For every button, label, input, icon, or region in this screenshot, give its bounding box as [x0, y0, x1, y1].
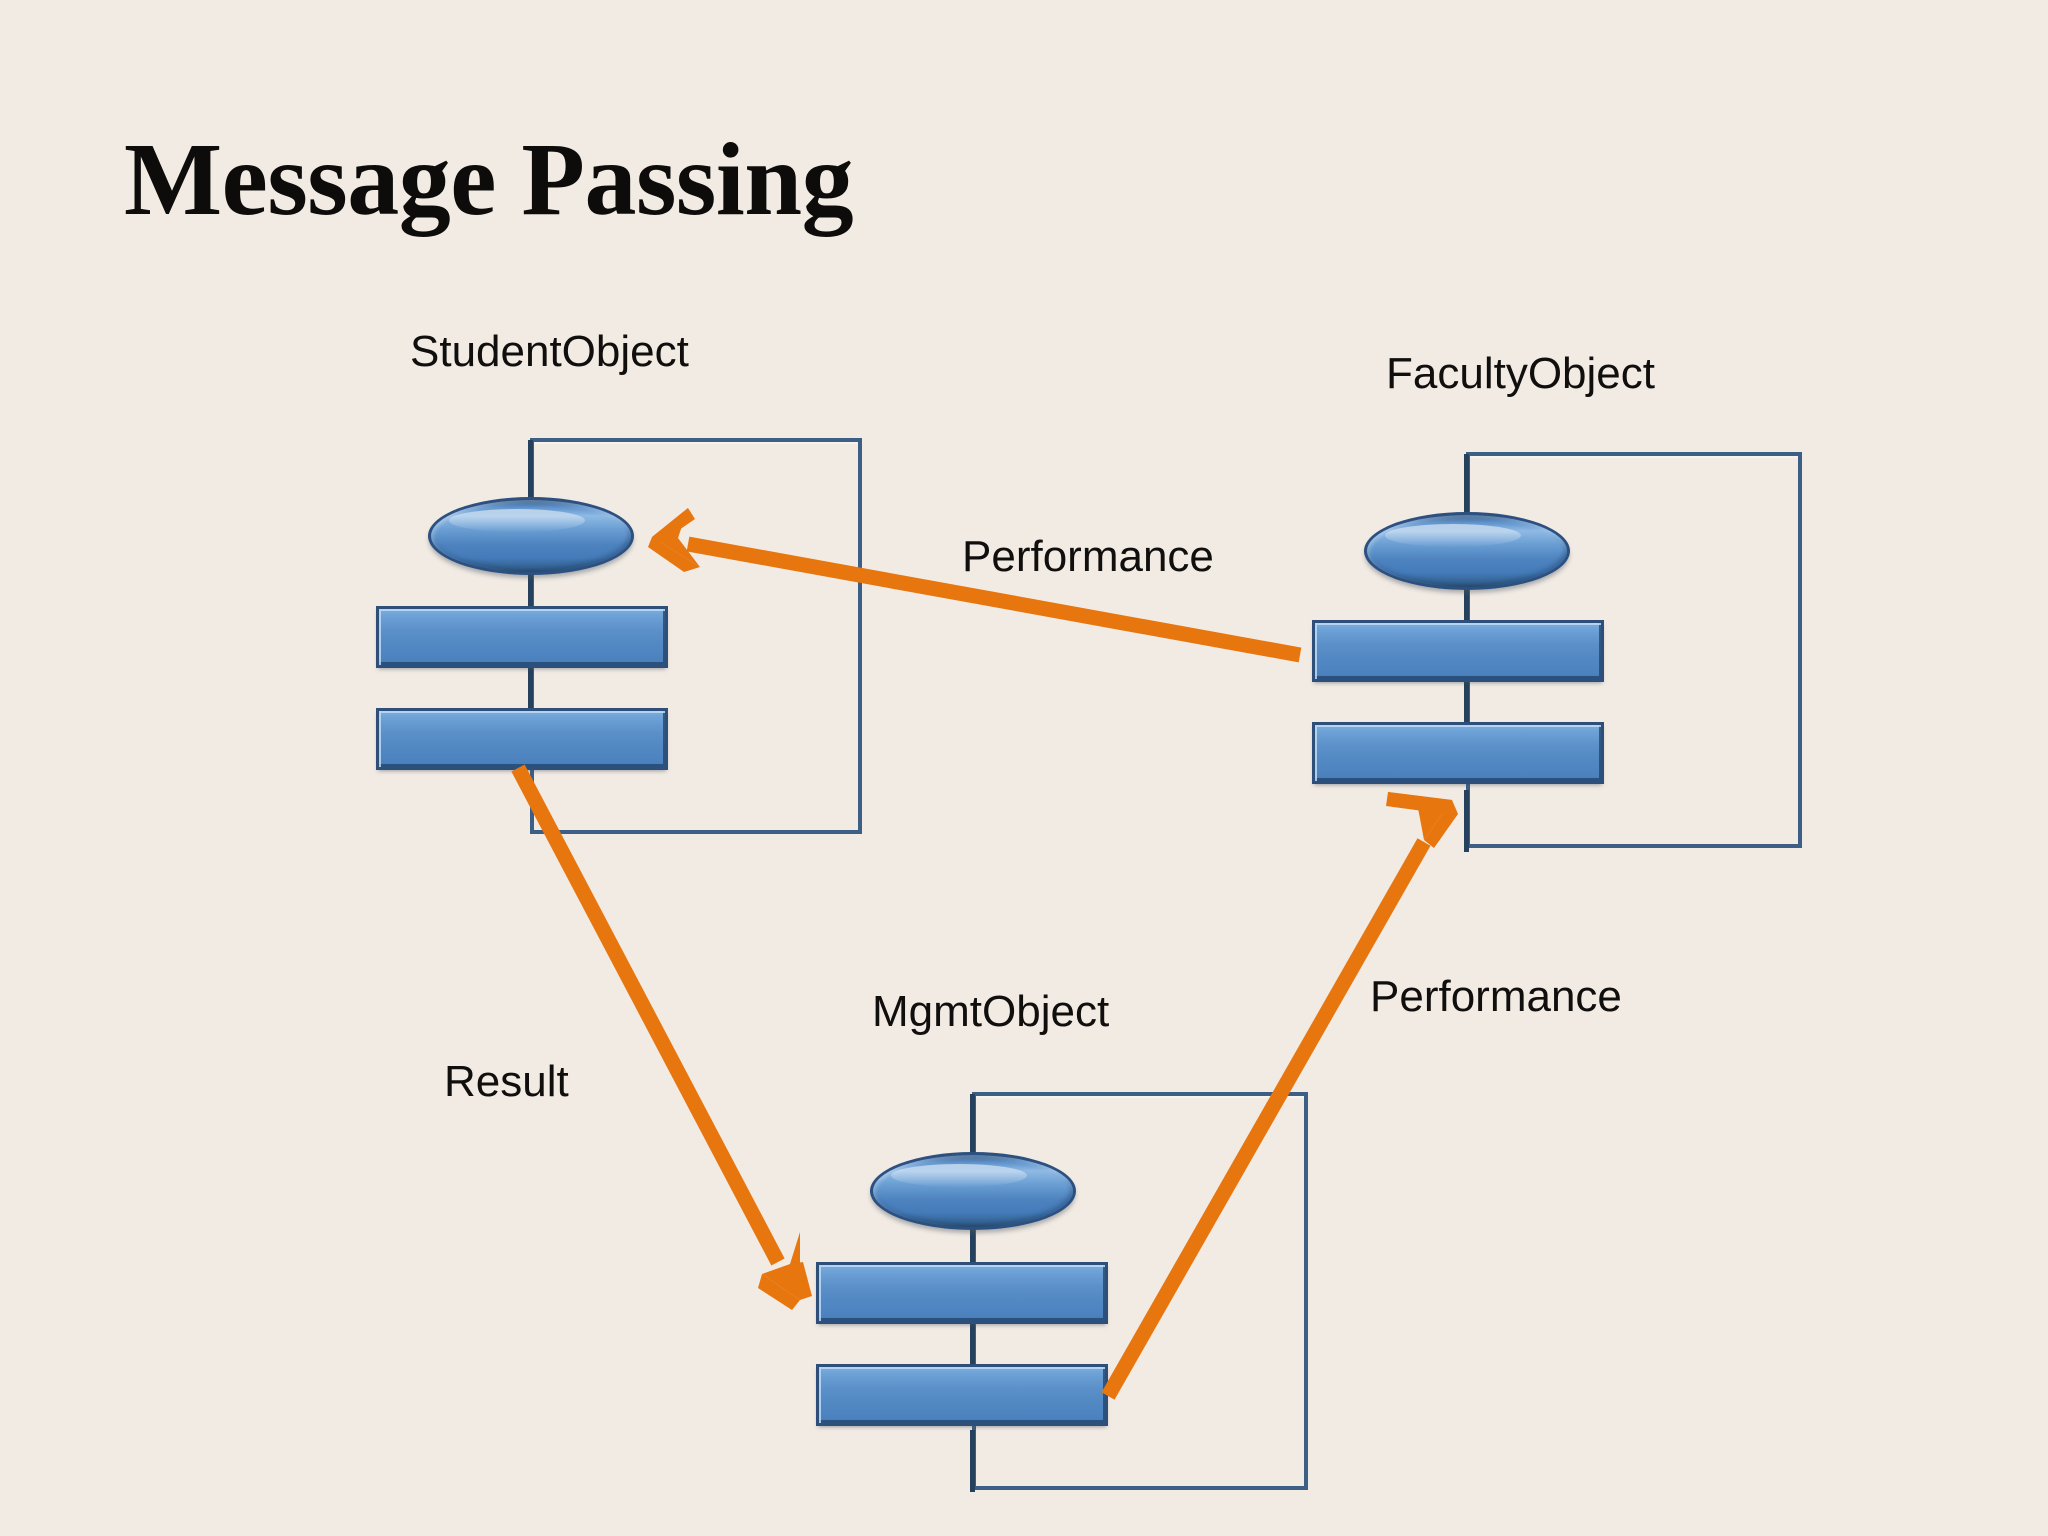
- method-bar-mgmt-bottom: [816, 1364, 1108, 1426]
- object-label-faculty: FacultyObject: [1386, 349, 1655, 398]
- attribute-bar-mgmt-top: [816, 1262, 1108, 1324]
- message-label-performance-bottom: Performance: [1370, 972, 1622, 1021]
- connector-line-faculty-low: [1464, 680, 1469, 728]
- arrow-result-student-to-mgmt: [511, 764, 812, 1310]
- method-bar-faculty-bottom: [1312, 722, 1604, 784]
- method-bar-student-bottom: [376, 708, 668, 770]
- attribute-bar-faculty-top: [1312, 620, 1604, 682]
- connector-line-faculty-mid: [1464, 572, 1469, 624]
- interface-ellipse-faculty: [1364, 512, 1570, 590]
- interface-ellipse-mgmt: [870, 1152, 1076, 1230]
- message-label-result: Result: [444, 1057, 569, 1106]
- connector-line-mgmt-mid: [970, 1212, 975, 1264]
- object-label-mgmt: MgmtObject: [872, 987, 1110, 1036]
- page-title: Message Passing: [124, 122, 854, 237]
- attribute-bar-student-top: [376, 606, 668, 668]
- connector-line-student-mid: [528, 558, 533, 610]
- object-label-student: StudentObject: [410, 327, 689, 376]
- connector-line-faculty-bottom: [1464, 790, 1469, 852]
- connector-line-mgmt-bottom: [970, 1430, 975, 1492]
- connector-line-mgmt-low: [970, 1320, 975, 1368]
- message-label-performance-top: Performance: [962, 532, 1214, 581]
- connector-line-student-low: [528, 666, 533, 714]
- interface-ellipse-student: [428, 497, 634, 575]
